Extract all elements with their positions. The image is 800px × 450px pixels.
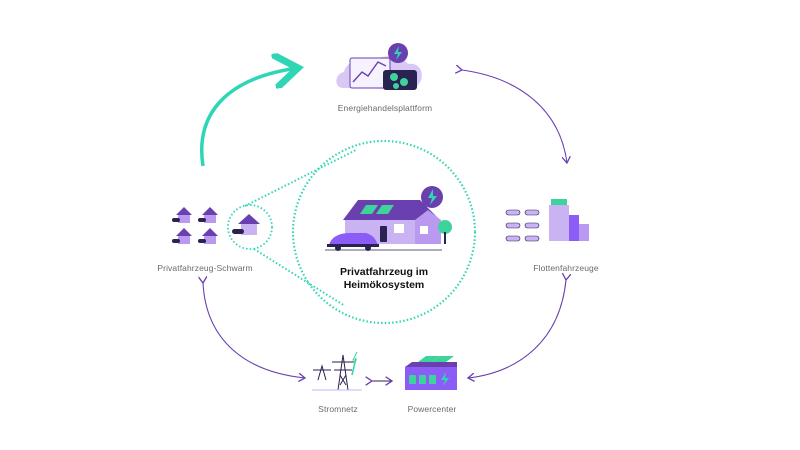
chart-cloud-icon xyxy=(336,43,422,90)
label-swarm: Privatfahrzeug-Schwarm xyxy=(157,263,253,273)
fleet-cars-icon xyxy=(505,199,589,242)
arrow-swarm-to-platform xyxy=(200,68,298,167)
label-energy-platform: Energiehandelsplattform xyxy=(337,103,433,113)
label-grid: Stromnetz xyxy=(318,404,358,414)
center-title: Privatfahrzeug im Heimökosystem xyxy=(339,266,429,291)
power-tower-icon xyxy=(312,351,362,391)
arrow-fleet-to-powercenter xyxy=(468,280,566,378)
label-powercenter: Powercenter xyxy=(407,404,457,414)
battery-building-icon xyxy=(405,356,457,390)
label-fleet: Flottenfahrzeuge xyxy=(533,263,599,273)
houses-icon xyxy=(172,207,260,244)
arrow-platform-fleet xyxy=(462,70,567,163)
zoom-connector xyxy=(227,139,477,325)
arrow-swarm-grid xyxy=(203,283,305,378)
home-car-icon xyxy=(325,186,452,251)
